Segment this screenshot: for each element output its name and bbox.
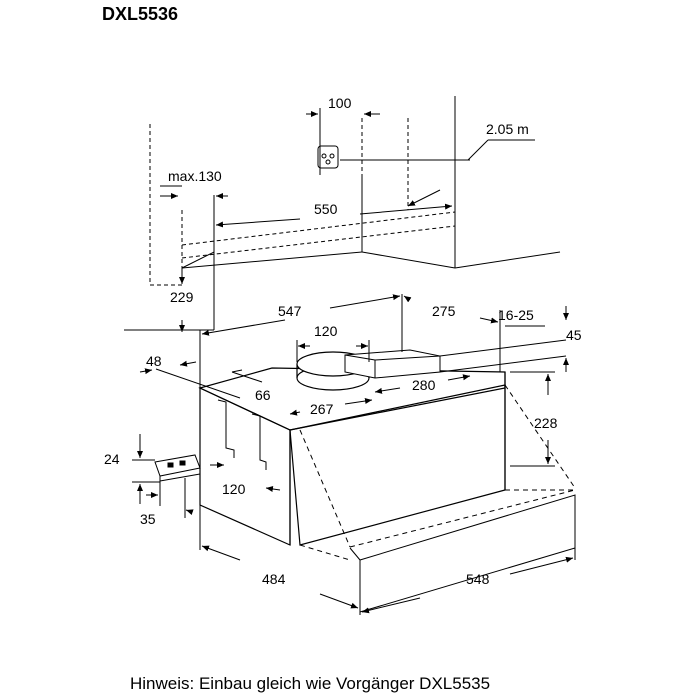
installation-note: Hinweis: Einbau gleich wie Vorgänger DXL… [130, 674, 491, 693]
label-35: 35 [140, 511, 156, 527]
label-120-top: 120 [314, 323, 338, 339]
dim-275 [403, 295, 501, 372]
dim-550 [215, 203, 453, 228]
dim-120-bottom [210, 462, 281, 492]
dim-280 [374, 374, 471, 394]
dim-66 [231, 369, 263, 383]
dim-548 [361, 548, 576, 614]
extension-dashed [299, 384, 576, 561]
socket-outlet [317, 145, 339, 169]
dim-45 [439, 339, 569, 373]
dim-max130 [160, 185, 228, 199]
label-267: 267 [310, 401, 334, 417]
label-48: 48 [146, 353, 162, 369]
dim-267 [289, 398, 373, 416]
dim-48 [139, 360, 241, 399]
dim-120-top [296, 340, 370, 362]
hood-body [198, 367, 506, 546]
dim-24 [132, 434, 160, 504]
product-title: DXL5536 [102, 4, 179, 24]
label-275: 275 [432, 303, 456, 319]
label-100: 100 [328, 95, 352, 111]
control-box [344, 349, 441, 379]
label-max130: max.130 [168, 168, 222, 184]
dim-205 [340, 139, 535, 207]
extension-outline [349, 494, 576, 613]
socket-icon [317, 145, 339, 169]
dim-35 [146, 478, 194, 518]
label-120-bottom: 120 [222, 481, 246, 497]
label-280: 280 [412, 377, 436, 393]
label-550: 550 [314, 201, 338, 217]
label-205: 2.05 m [486, 121, 529, 137]
dim-484 [199, 505, 361, 615]
label-484: 484 [262, 571, 286, 587]
label-229: 229 [170, 289, 194, 305]
label-24: 24 [104, 451, 120, 467]
dim-547 [199, 294, 403, 388]
label-547: 547 [278, 303, 302, 319]
label-66: 66 [255, 387, 271, 403]
dim-16-25 [505, 306, 569, 327]
label-16-25: 16-25 [498, 307, 534, 323]
label-45: 45 [566, 327, 582, 343]
hood-left-side [199, 387, 291, 546]
label-228: 228 [534, 415, 558, 431]
dim-228 [510, 371, 555, 467]
wall-bracket [154, 454, 201, 482]
label-548: 548 [466, 571, 490, 587]
mounting-brackets [217, 399, 267, 470]
